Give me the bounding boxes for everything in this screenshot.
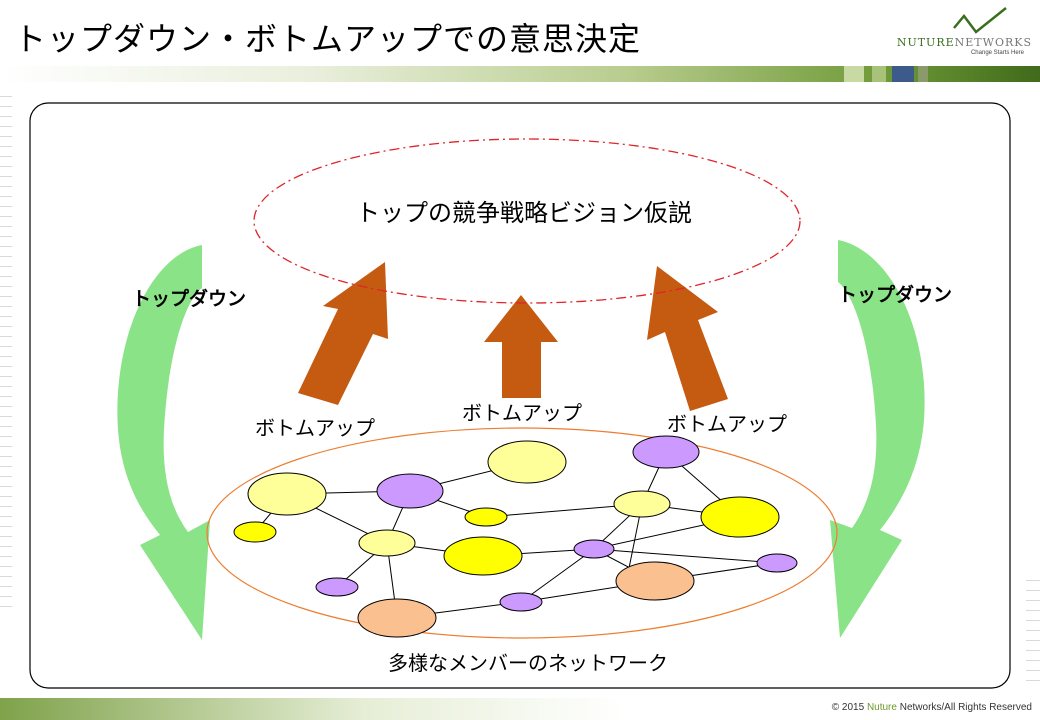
node-yellow-light — [358, 529, 416, 557]
network-nodes — [233, 435, 798, 638]
node-yellow — [233, 521, 277, 543]
node-yellow-light — [487, 440, 567, 484]
right-margin-ticks — [1026, 580, 1040, 690]
bottomup-center-arrow — [484, 295, 558, 398]
bottomup-left-arrow — [298, 262, 388, 405]
page-title: トップダウン・ボトムアップでの意思決定 — [14, 20, 642, 58]
copyright: © 2015 Nuture Networks/All Rights Reserv… — [832, 702, 1032, 713]
company-logo: NUTURENETWORKS Change Starts Here — [897, 6, 1032, 56]
node-peach — [615, 561, 695, 601]
topdown-right-arrow — [830, 240, 925, 638]
bottomup-right-arrow — [647, 266, 728, 411]
vision-label: トップの競争戦略ビジョン仮説 — [356, 199, 692, 227]
node-peach — [357, 598, 437, 638]
topdown-left-arrow — [117, 245, 210, 640]
node-yellow — [464, 507, 508, 527]
node-yellow — [700, 496, 780, 538]
node-yellow-light — [613, 490, 671, 518]
bottomup-left-label: ボトムアップ — [255, 416, 375, 440]
network-boundary — [206, 427, 838, 639]
logo-check-icon — [953, 7, 1007, 34]
node-yellow — [443, 536, 523, 576]
network-label: 多様なメンバーのネットワーク — [388, 651, 668, 675]
left-margin-ticks — [0, 96, 12, 616]
logo-word-1: NUTURE — [896, 36, 955, 49]
copyright-suffix: Networks/All Rights Reserved — [896, 702, 1032, 713]
copyright-prefix: © 2015 — [831, 702, 867, 713]
bottomup-center-label: ボトムアップ — [462, 401, 582, 425]
bottomup-right-label: ボトムアップ — [667, 412, 787, 436]
node-purple — [756, 553, 798, 573]
diagram-frame — [29, 102, 1011, 689]
topdown-left-label: トップダウン — [132, 287, 246, 310]
node-purple — [573, 539, 615, 559]
topdown-right-label: トップダウン — [838, 283, 952, 306]
vision-ellipse — [253, 138, 801, 304]
logo-word-2: NETWORKS — [954, 36, 1032, 49]
node-purple — [315, 577, 359, 597]
copyright-brand: Nuture — [866, 702, 897, 713]
footer-band — [0, 698, 1040, 720]
node-yellow-light — [247, 472, 327, 516]
node-purple — [376, 473, 444, 509]
node-purple — [499, 592, 543, 612]
header-band — [0, 66, 1040, 82]
logo-tagline: Change Starts Here — [970, 50, 1024, 56]
node-purple — [632, 435, 700, 469]
logo-wordmark: NUTURENETWORKS — [897, 36, 1032, 49]
